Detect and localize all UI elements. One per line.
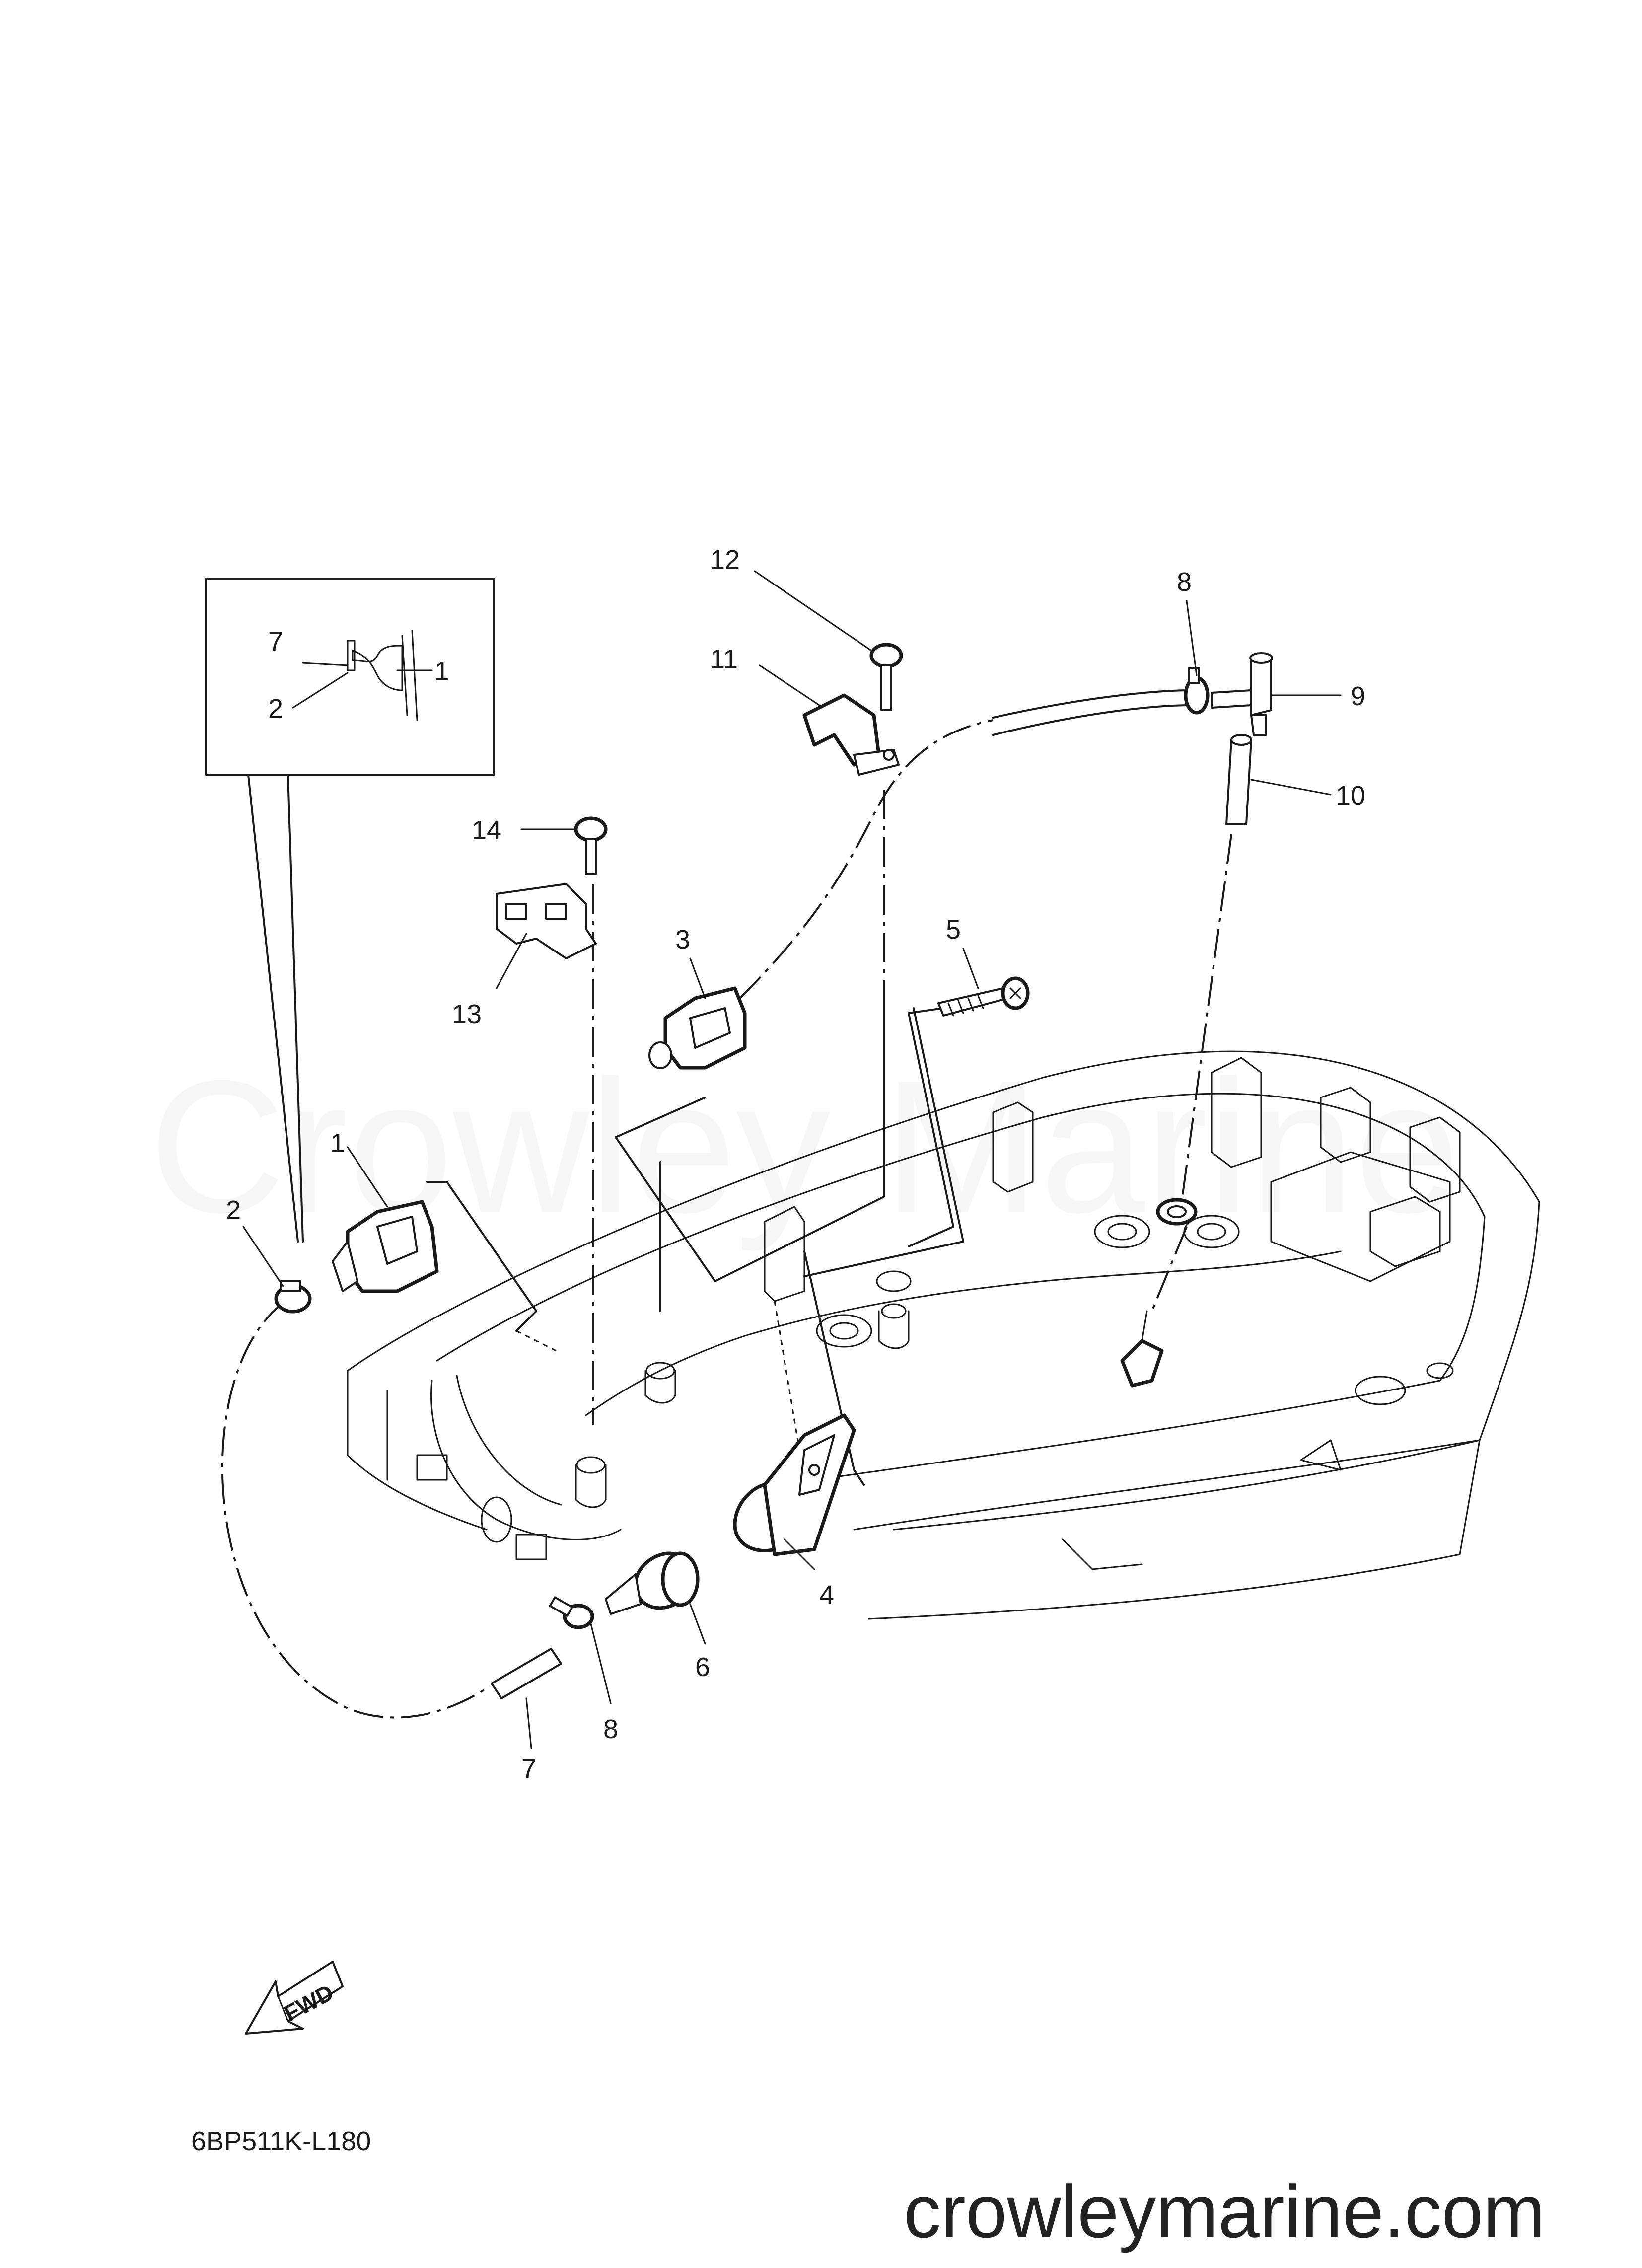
- part-4-grommet-block: [733, 1413, 856, 1556]
- diagram-code: 6BP511K-L180: [191, 2126, 371, 2156]
- part-11-clamp: [802, 693, 900, 776]
- grommet-lower: [1156, 1198, 1198, 1226]
- label-part-4: 4: [819, 1580, 834, 1610]
- label-part-10: 10: [1336, 781, 1365, 810]
- inset-label-1: 1: [434, 657, 449, 686]
- label-part-5: 5: [946, 915, 961, 945]
- label-part-2: 2: [226, 1195, 241, 1225]
- fwd-label: FWD: [280, 1979, 338, 2026]
- part-1-grommet: [332, 1200, 439, 1293]
- inset-label-7: 7: [268, 627, 283, 657]
- part-12-bolt: [869, 643, 903, 711]
- fwd-arrow: FWD: [245, 1961, 344, 2035]
- detail-inset: 7 2 1: [205, 578, 495, 1243]
- part-8-clip-upper: [1184, 667, 1210, 715]
- part-2-clip: [274, 1280, 312, 1314]
- part-labels: 1 2 3 4 5 6 7 8 8 9 10 11 12 13 14: [226, 545, 1365, 1784]
- website-label: crowleymarine.com: [904, 2170, 1545, 2253]
- label-part-7: 7: [521, 1754, 536, 1784]
- inset-label-2: 2: [268, 694, 283, 724]
- part-9-tee-joint: [1211, 652, 1273, 736]
- label-part-13: 13: [452, 999, 482, 1029]
- label-part-3: 3: [675, 925, 690, 954]
- part-6-drain-fitting: [605, 1551, 700, 1615]
- label-part-8-upper: 8: [1177, 567, 1192, 597]
- label-part-11: 11: [710, 644, 738, 674]
- drain-fitting-lower: [1120, 1310, 1164, 1388]
- label-part-12: 12: [710, 545, 740, 575]
- label-part-14: 14: [472, 815, 501, 845]
- part-5-screw: [937, 976, 1030, 1017]
- hose-lines: [221, 689, 1232, 1719]
- label-part-8-lower: 8: [603, 1714, 618, 1744]
- part-10-hose: [1225, 734, 1252, 825]
- part-8-clip-lower: [549, 1596, 594, 1629]
- label-part-9: 9: [1351, 681, 1365, 711]
- part-3-grommet: [648, 986, 747, 1070]
- part-7-hose-segment: [491, 1648, 562, 1699]
- part-14-bolt: [574, 816, 608, 875]
- label-part-1: 1: [330, 1128, 345, 1158]
- bottom-cowling: [347, 1050, 1540, 1620]
- leader-lines: [242, 570, 1342, 1749]
- part-13-bracket: [496, 883, 597, 959]
- label-part-6: 6: [695, 1652, 710, 1682]
